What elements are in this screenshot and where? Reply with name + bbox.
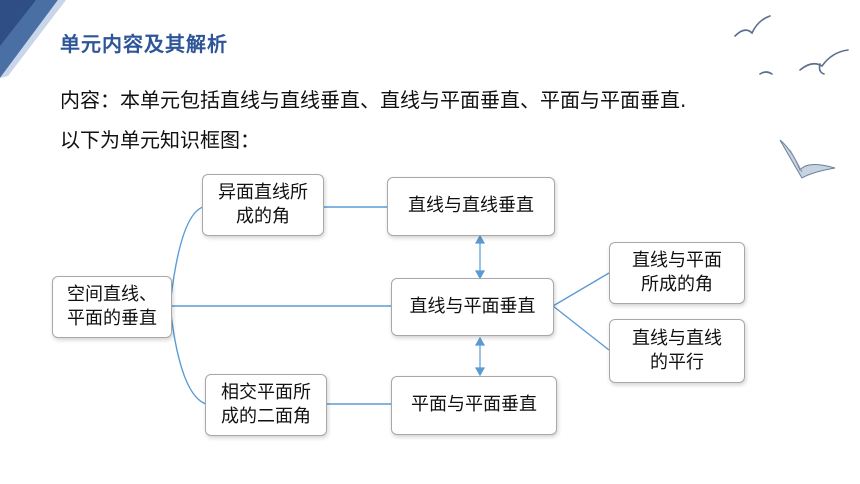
node-plane-plane-perp: 平面与平面垂直	[391, 376, 557, 435]
node-line-plane-perp: 直线与平面垂直	[391, 278, 554, 336]
connector-root-dihedral	[169, 305, 207, 405]
node-dihedral-angle: 相交平面所 成的二面角	[205, 374, 327, 436]
node-skew-angle: 异面直线所 成的角	[202, 174, 324, 236]
corner-decoration	[0, 0, 66, 78]
framework-intro: 以下为单元知识框图：	[60, 128, 260, 152]
node-line-line-perp: 直线与直线垂直	[387, 177, 555, 236]
connector-lineplane-angle	[552, 272, 610, 307]
page-title: 单元内容及其解析	[60, 32, 228, 56]
connector-lineplane-parallel	[552, 305, 610, 351]
node-line-plane-angle: 直线与平面 所成的角	[609, 242, 745, 304]
large-seagull-icon	[779, 139, 836, 179]
node-line-line-parallel: 直线与直线 的平行	[609, 319, 745, 383]
content-description: 内容：本单元包括直线与直线垂直、直线与平面垂直、平面与平面垂直.	[60, 88, 687, 112]
connector-root-skew	[169, 206, 204, 307]
node-root: 空间直线、 平面的垂直	[52, 276, 172, 338]
